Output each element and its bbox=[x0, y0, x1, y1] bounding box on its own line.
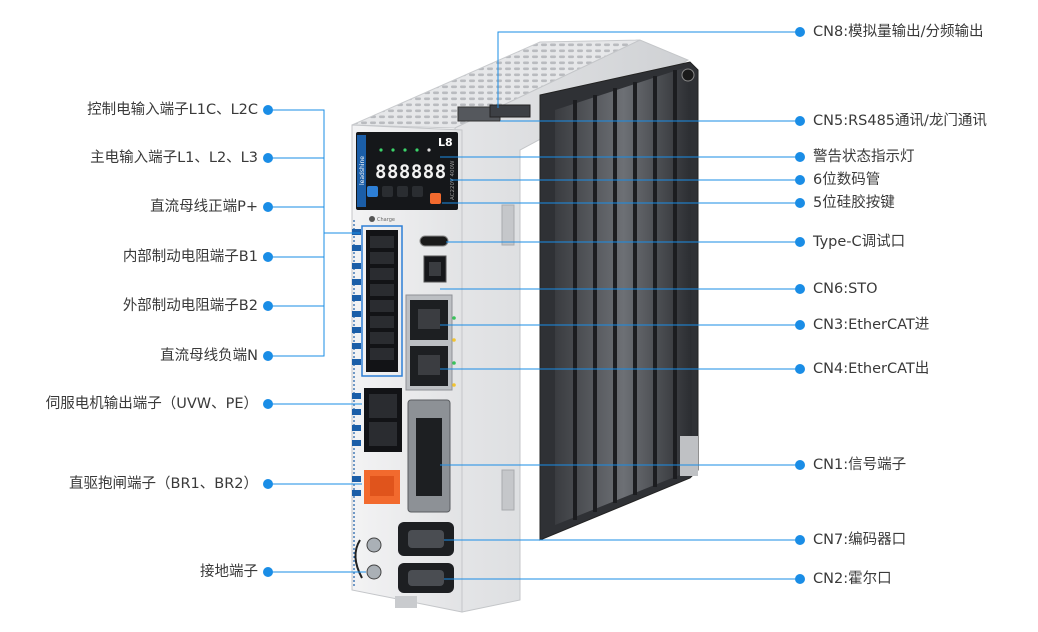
charge-label: Charge bbox=[377, 217, 395, 223]
label-control-power-input: 控制电输入端子L1C、L2C bbox=[87, 102, 258, 118]
key-up[interactable] bbox=[412, 186, 423, 197]
bottom-foot bbox=[680, 436, 698, 476]
heatsink-fins bbox=[555, 66, 692, 525]
cn5-connector bbox=[489, 104, 531, 118]
label-cn5: CN5:RS485通讯/龙门通讯 bbox=[813, 113, 987, 129]
side-clip bbox=[501, 204, 515, 246]
seven-segment-display: 888888 bbox=[375, 161, 447, 183]
ground-screw bbox=[366, 537, 382, 553]
ground-screw bbox=[366, 564, 382, 580]
bottom-foot bbox=[395, 596, 417, 608]
key-m[interactable] bbox=[367, 186, 378, 197]
type-c-port bbox=[419, 235, 449, 247]
label-internal-brake-b1: 内部制动电阻端子B1 bbox=[122, 249, 258, 265]
power-terminal-frame bbox=[361, 225, 403, 377]
leader-lines bbox=[268, 31, 800, 580]
label-dc-bus-positive: 直流母线正端P+ bbox=[150, 199, 258, 215]
label-dc-bus-negative: 直流母线负端N bbox=[160, 348, 258, 364]
label-ground-terminal: 接地端子 bbox=[200, 564, 258, 580]
power-terminal-screws bbox=[370, 236, 394, 360]
terminal-tags bbox=[352, 229, 361, 496]
servo-drive: leadshine L8 888888 AC220V 400W Charge bbox=[351, 39, 699, 613]
mount-hole bbox=[681, 68, 695, 82]
label-seven-segment: 6位数码管 bbox=[813, 172, 881, 188]
side-clip bbox=[501, 469, 515, 511]
brand-strip bbox=[357, 135, 366, 207]
status-leds bbox=[379, 148, 431, 152]
label-brake-terminal: 直驱抱闸端子（BR1、BR2） bbox=[69, 476, 258, 492]
label-external-brake-b2: 外部制动电阻端子B2 bbox=[122, 298, 258, 314]
key-left[interactable] bbox=[382, 186, 393, 197]
label-keys: 5位硅胶按键 bbox=[813, 195, 895, 211]
label-cn4: CN4:EtherCAT出 bbox=[813, 361, 930, 377]
label-cn8: CN8:模拟量输出/分频输出 bbox=[813, 24, 984, 40]
charge-led bbox=[369, 216, 375, 222]
brand-text: leadshine bbox=[359, 156, 366, 185]
label-cn6: CN6:STO bbox=[813, 281, 878, 297]
bracket-power bbox=[268, 109, 325, 357]
label-main-power-input: 主电输入端子L1、L2、L3 bbox=[90, 150, 258, 166]
key-s[interactable] bbox=[430, 193, 441, 204]
label-motor-output: 伺服电机输出端子（UVW、PE） bbox=[45, 396, 258, 412]
label-cn1: CN1:信号端子 bbox=[813, 457, 907, 473]
label-cn3: CN3:EtherCAT进 bbox=[813, 317, 930, 333]
label-warning-led: 警告状态指示灯 bbox=[813, 149, 915, 165]
key-down[interactable] bbox=[397, 186, 408, 197]
label-cn2: CN2:霍尔口 bbox=[813, 571, 892, 587]
label-dots bbox=[263, 27, 805, 584]
keypad bbox=[367, 186, 441, 204]
label-type-c: Type-C调试口 bbox=[813, 234, 906, 250]
label-cn7: CN7:编码器口 bbox=[813, 532, 907, 548]
model-label: L8 bbox=[438, 136, 453, 149]
